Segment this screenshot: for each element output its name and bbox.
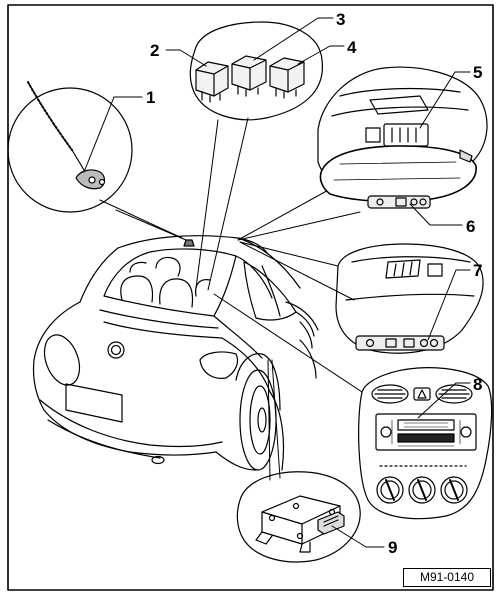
control-module-detail <box>236 471 361 563</box>
radio-unit <box>375 413 477 451</box>
figure-border <box>7 4 494 591</box>
relay-2 <box>195 61 229 103</box>
antenna-detail <box>7 81 133 213</box>
callout-4: 4 <box>347 38 357 57</box>
mirror-switch-panel <box>367 195 431 209</box>
callout-3: 3 <box>336 10 345 29</box>
air-vent-right <box>435 384 473 404</box>
interior-light-mirror-detail <box>317 66 488 209</box>
callout-7: 7 <box>473 261 482 280</box>
callout-leaders <box>83 17 471 548</box>
interior-light-switch-detail <box>335 243 484 354</box>
relay-4 <box>269 57 305 99</box>
callout-numbers: 1 2 3 4 5 6 7 8 9 <box>146 10 482 557</box>
car-illustration <box>32 235 319 471</box>
callout-2: 2 <box>150 41 159 60</box>
hazard-button <box>413 387 431 401</box>
leader-lines <box>99 117 363 481</box>
callout-1: 1 <box>146 88 155 107</box>
relay-3 <box>231 55 267 97</box>
relays-detail <box>189 21 323 121</box>
callout-5: 5 <box>473 63 482 82</box>
callout-9: 9 <box>388 538 397 557</box>
dashboard-controls-detail <box>358 367 493 520</box>
callout-8: 8 <box>473 375 482 394</box>
air-vent-left <box>371 384 409 404</box>
callout-6: 6 <box>466 217 475 236</box>
figure-id-label: M91-0140 <box>403 568 491 587</box>
climate-knobs <box>376 465 468 504</box>
